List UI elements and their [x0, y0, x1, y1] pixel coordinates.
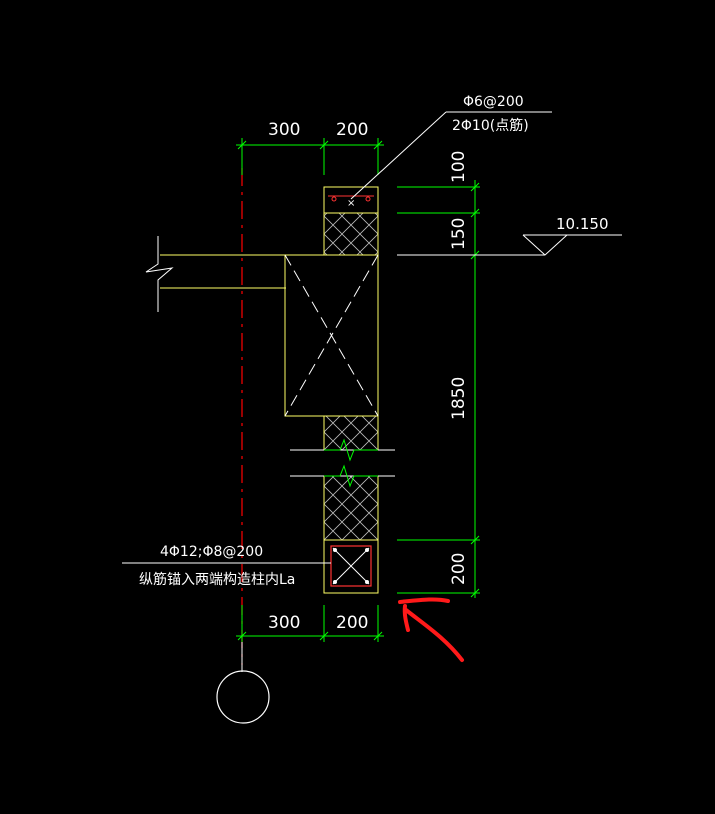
bottom-dim-200: 200 — [336, 613, 368, 633]
bottom-beam-stirrup — [330, 545, 372, 587]
top-rebar-left — [331, 196, 337, 202]
bottom-beam-x2 — [332, 547, 370, 585]
right-dimension — [397, 180, 480, 598]
top-note-line1: Φ6@200 — [463, 94, 524, 110]
top-rebar-right — [365, 196, 371, 202]
top-dim-200: 200 — [336, 120, 368, 140]
hatch-upper — [323, 212, 379, 256]
vdim-100: 100 — [449, 151, 469, 183]
top-dimension — [236, 138, 384, 175]
elevation-symbol — [397, 234, 622, 256]
hatch-middle — [323, 415, 379, 451]
bottom-rebars — [333, 548, 369, 584]
vdim-200: 200 — [449, 553, 469, 585]
red-markup-arrow — [398, 597, 464, 662]
elevation-value: 10.150 — [556, 215, 609, 233]
top-rebar-mark: × — [347, 198, 355, 209]
top-note-line2: 2Φ10(点筋) — [452, 117, 529, 134]
top-dim-300: 300 — [268, 120, 300, 140]
hatch-lower — [323, 475, 379, 541]
bottom-note-line2: 纵筋锚入两端构造柱内La — [139, 571, 295, 588]
break-line — [145, 236, 174, 312]
mid-break — [290, 438, 395, 488]
top-leader — [350, 111, 552, 200]
axis-bubble — [216, 670, 270, 724]
vdim-150: 150 — [449, 218, 469, 250]
vdim-1850: 1850 — [449, 377, 469, 420]
bottom-note-line1: 4Φ12;Φ8@200 — [160, 544, 263, 560]
bottom-dim-300: 300 — [268, 613, 300, 633]
bottom-dimension — [236, 605, 384, 642]
bottom-beam — [323, 539, 379, 594]
opening — [284, 254, 379, 417]
